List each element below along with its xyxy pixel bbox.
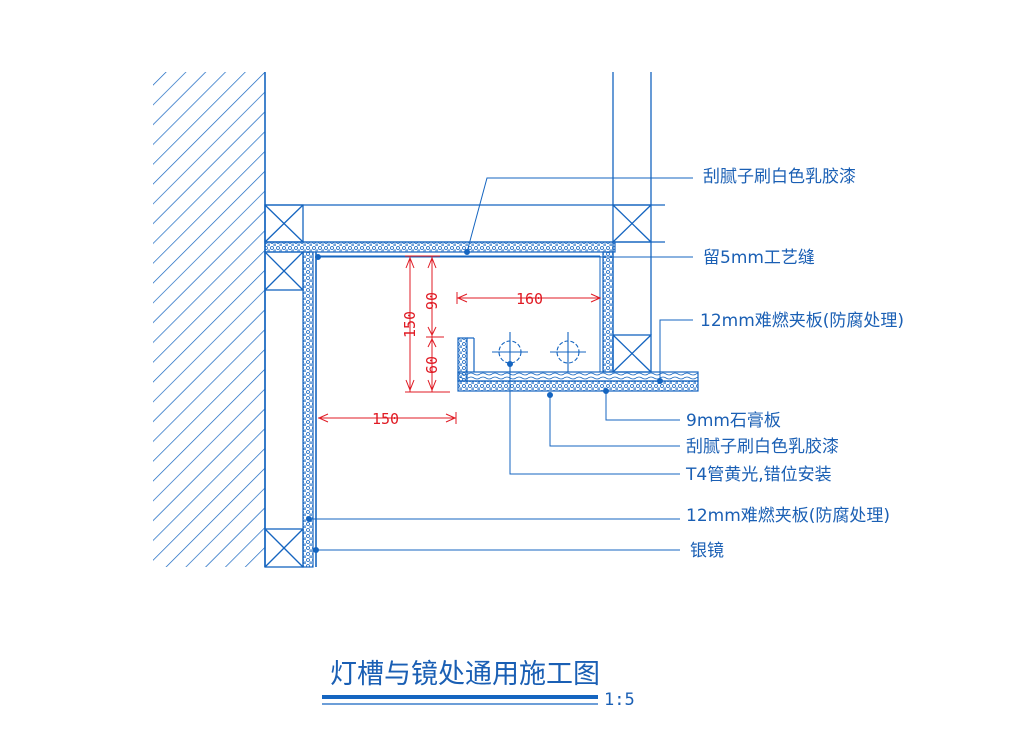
label-silver-mirror: 银镜 (690, 541, 724, 561)
t4-lamps (492, 332, 586, 372)
label-board-12mm-top: 12mm难燃夹板(防腐处理) (700, 311, 904, 331)
concrete-wall (153, 72, 266, 567)
ceiling-board-top (264, 241, 616, 253)
drawing-title: 灯槽与镜处通用施工图 (330, 659, 600, 690)
label-putty-bottom: 刮腻子刷白色乳胶漆 (686, 437, 839, 457)
label-gypsum-9mm: 9mm石膏板 (686, 410, 781, 431)
label-board-12mm-bottom: 12mm难燃夹板(防腐处理) (686, 506, 890, 526)
label-t4-lamp: T4管黄光,错位安装 (685, 465, 832, 485)
cove-bottom-board (457, 337, 699, 392)
dim-horizontal-top: 160 (516, 290, 543, 308)
dim-horizontal-bottom: 150 (372, 410, 399, 428)
label-putty-top: 刮腻子刷白色乳胶漆 (703, 167, 856, 187)
dimension-lines (317, 255, 602, 424)
dim-vertical-lower: 60 (423, 356, 441, 374)
dim-vertical-upper: 90 (423, 292, 441, 310)
cove-side-panel (599, 251, 614, 373)
wood-blocks (264, 204, 652, 568)
leader-lines (306, 177, 693, 553)
label-gap-5mm: 留5mm工艺缝 (703, 248, 815, 268)
drawing-scale: 1:5 (604, 690, 635, 710)
dim-vertical-total: 150 (401, 311, 419, 338)
mirror-panel (302, 251, 317, 568)
